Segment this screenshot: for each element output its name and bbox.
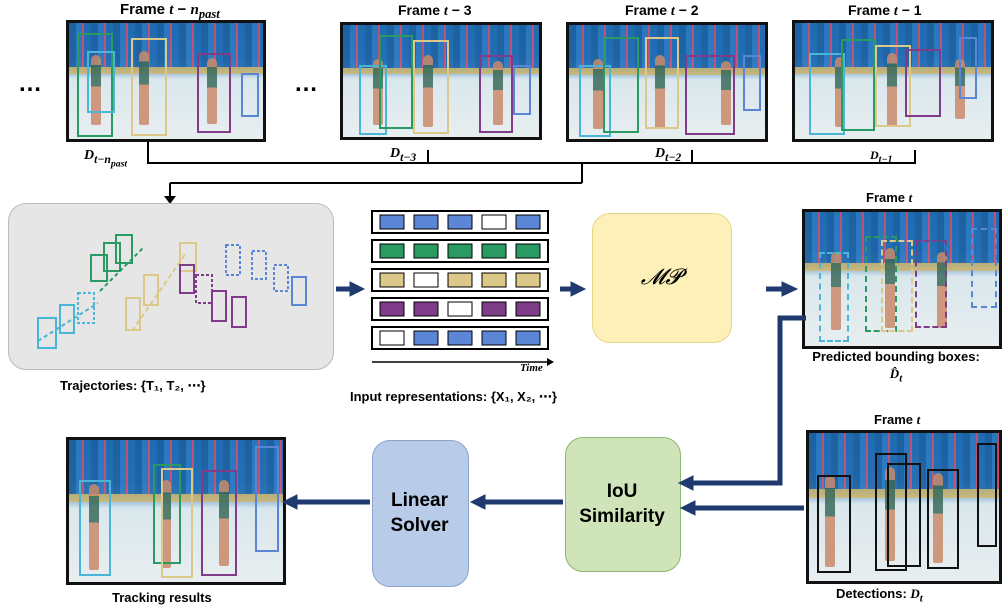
input-cell-3-1 — [413, 301, 439, 317]
frame-image-t-npast — [66, 20, 266, 142]
mp-label: 𝓜𝓟 — [640, 264, 682, 289]
input-cell-1-0 — [379, 243, 405, 259]
frame-image-t-3 — [340, 22, 542, 140]
time-label: Time — [520, 362, 543, 374]
input-cell-0-3 — [481, 214, 507, 230]
mp-box — [592, 213, 732, 343]
input-cell-4-0 — [379, 330, 405, 346]
input-cell-2-0 — [379, 272, 405, 288]
tracking-results-caption: Tracking results — [112, 590, 212, 605]
det-label-t-2: Dt−2 — [655, 146, 682, 164]
input-cell-0-0 — [379, 214, 405, 230]
frame-title-t-3: Frame t − 3 — [398, 2, 472, 19]
frame-title-t-det: Frame t — [874, 412, 921, 427]
input-cell-3-3 — [481, 301, 507, 317]
ellipsis-middle: … — [294, 70, 318, 97]
solver-box — [372, 440, 469, 587]
ellipsis-left: … — [18, 70, 42, 97]
frame-image-tracking-result — [66, 437, 286, 585]
input-cell-0-4 — [515, 214, 541, 230]
input-cell-2-3 — [481, 272, 507, 288]
det-label-t-3: Dt−3 — [390, 146, 417, 164]
input-cell-3-2 — [447, 301, 473, 317]
input-representations-label: Input representations: {X₁, X₂, ⋯} — [350, 389, 557, 404]
input-cell-2-1 — [413, 272, 439, 288]
frame-image-detections — [806, 430, 1002, 584]
input-cell-4-1 — [413, 330, 439, 346]
input-cell-0-1 — [413, 214, 439, 230]
input-cell-1-1 — [413, 243, 439, 259]
trajectory-sketch — [37, 234, 307, 349]
frame-title-t-1: Frame t − 1 — [848, 2, 922, 19]
det-label-t-npast: Dt−npast — [84, 148, 128, 170]
frame-image-t-2 — [566, 22, 768, 142]
input-cell-2-4 — [515, 272, 541, 288]
detections-caption: Detections: Dt — [836, 586, 923, 605]
input-cell-0-2 — [447, 214, 473, 230]
input-cell-1-3 — [481, 243, 507, 259]
iou-label: IoU Similarity — [579, 481, 665, 527]
input-cell-3-0 — [379, 301, 405, 317]
predicted-caption: Predicted bounding boxes: D̂t — [812, 349, 980, 385]
input-cell-4-2 — [447, 330, 473, 346]
input-cell-2-2 — [447, 272, 473, 288]
frame-image-t-1 — [792, 20, 994, 142]
input-grid-svg — [371, 210, 554, 366]
input-cell-1-2 — [447, 243, 473, 259]
iou-box — [565, 437, 681, 572]
input-cell-1-4 — [515, 243, 541, 259]
input-cell-3-4 — [515, 301, 541, 317]
det-label-t-1: Dt−1 — [870, 148, 893, 166]
input-cell-4-3 — [481, 330, 507, 346]
trajectories-panel — [8, 203, 334, 370]
frame-title-t-pred: Frame t — [866, 190, 913, 205]
frame-title-t-2: Frame t − 2 — [625, 2, 699, 19]
input-cell-4-4 — [515, 330, 541, 346]
solver-label: Linear Solver — [390, 490, 449, 536]
time-axis-arrowhead — [547, 358, 554, 366]
trajectories-label: Trajectories: {T₁, T₂, ⋯} — [60, 378, 206, 393]
frame-image-predicted — [802, 209, 1002, 349]
frame-title-t-npast: Frame t − npast — [120, 1, 220, 21]
